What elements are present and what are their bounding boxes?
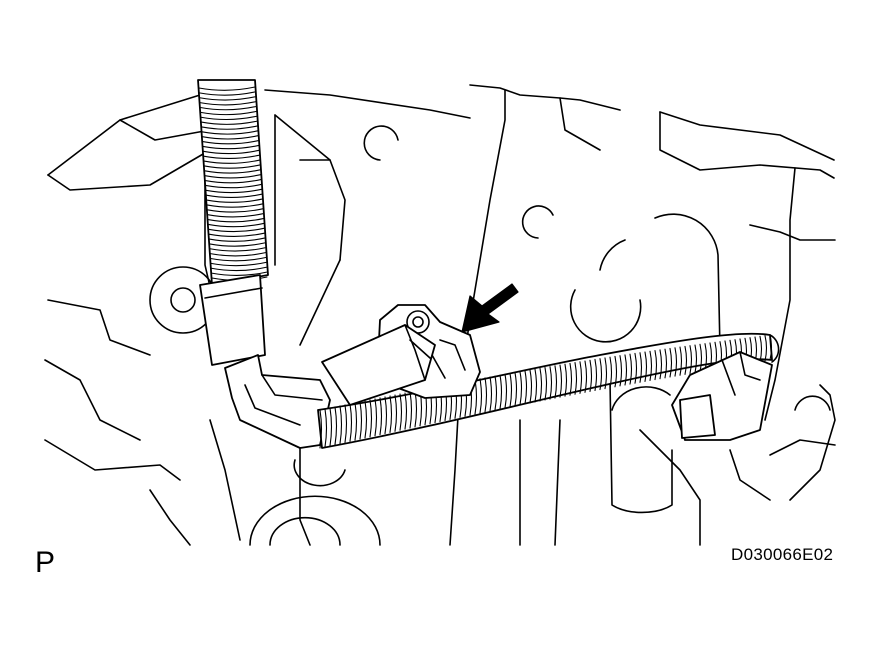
vertical-harness — [197, 79, 269, 286]
view-letter-label: P — [35, 546, 56, 579]
horizontal-harness — [317, 332, 780, 449]
elbow-boot — [224, 354, 331, 449]
sensor-connector — [321, 324, 436, 406]
harness-sleeve — [199, 274, 266, 366]
arrow-pointer-icon — [461, 283, 519, 333]
engine-block-outline — [44, 84, 836, 546]
figure-code-label: D030066E02 — [731, 545, 834, 564]
right-connector — [671, 351, 773, 441]
bolt-holes — [149, 125, 831, 546]
